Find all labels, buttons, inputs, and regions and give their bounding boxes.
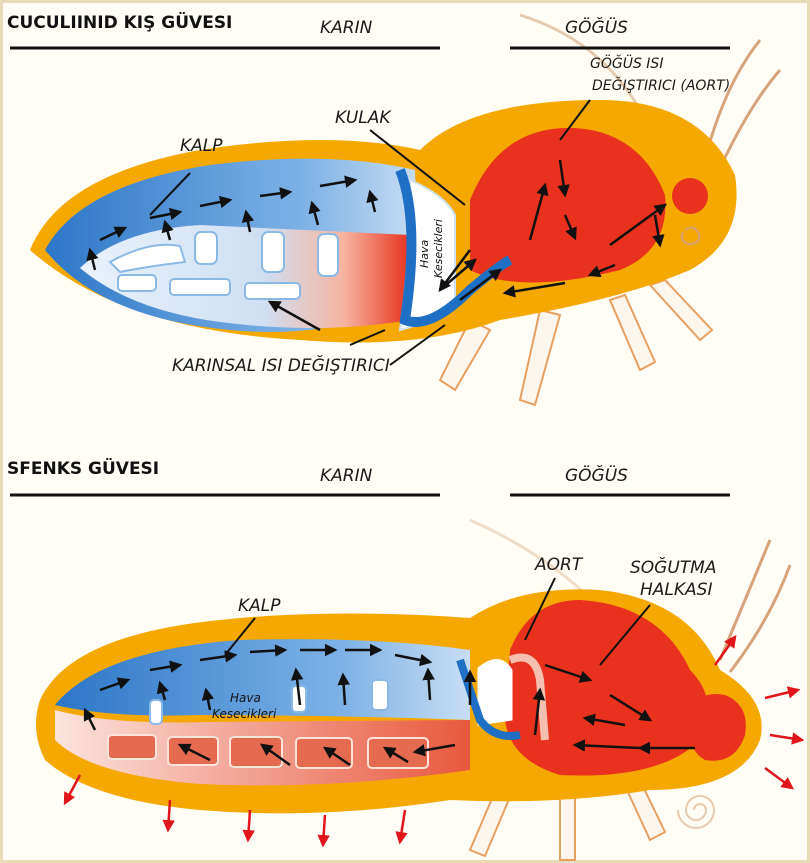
top-kesecikleri-label: Kesecikleri	[432, 219, 445, 278]
top-hava-label: Hava	[418, 240, 431, 268]
top-karin-label: KARIN	[320, 18, 372, 38]
bottom-title: SFENKS GÜVESI	[7, 459, 159, 479]
bottom-kesecikleri-label: Kesecikleri	[212, 708, 276, 721]
top-moth	[10, 15, 780, 405]
top-aort-label-2: DEĞIŞTIRICI (AORT)	[592, 78, 730, 94]
bottom-gogus-label: GÖĞÜS	[565, 466, 628, 486]
top-kalp-label: KALP	[180, 136, 223, 156]
bottom-sogutma-label-1: SOĞUTMA	[630, 558, 716, 578]
top-title: CUCULIINID KIŞ GÜVESI	[7, 13, 232, 33]
bottom-kalp-label: KALP	[238, 596, 281, 616]
top-aort-label-1: GÖĞÜS ISI	[590, 56, 663, 72]
bottom-karin-label: KARIN	[320, 466, 372, 486]
bottom-aort-label: AORT	[535, 555, 582, 575]
top-gogus-label: GÖĞÜS	[565, 18, 628, 38]
bottom-moth	[10, 495, 802, 860]
top-kulak-label: KULAK	[335, 108, 391, 128]
bottom-hava-label: Hava	[230, 692, 261, 705]
bottom-sogutma-label-2: HALKASI	[640, 580, 712, 600]
top-karinsal-label: KARINSAL ISI DEĞIŞTIRICI	[172, 356, 390, 376]
